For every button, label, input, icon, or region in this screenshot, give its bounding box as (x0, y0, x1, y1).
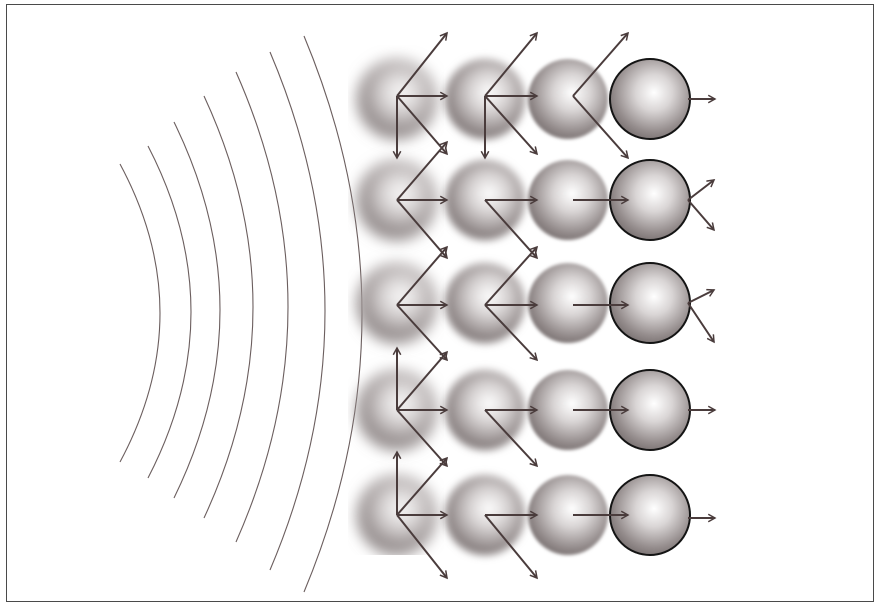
particle-sphere (357, 263, 437, 343)
velocity-arrow (396, 199, 447, 258)
velocity-arrow (484, 33, 537, 97)
velocity-arrow (484, 247, 537, 306)
wavefront-lines (119, 35, 363, 593)
wavefront-arc (147, 145, 192, 479)
velocity-arrow (687, 302, 714, 342)
velocity-arrow (396, 514, 447, 578)
velocity-arrow (484, 95, 537, 154)
arrow-layer (397, 33, 715, 578)
particle-sphere (528, 370, 608, 450)
velocity-arrow (572, 33, 628, 97)
velocity-arrow (687, 199, 714, 230)
particle-sphere (528, 475, 608, 555)
velocity-arrow (396, 247, 447, 306)
wavefront-arc (203, 95, 254, 519)
velocity-arrow (396, 142, 447, 201)
wavefront-arc (235, 71, 289, 543)
velocity-arrow (687, 290, 714, 304)
wavefront-arc (303, 35, 363, 593)
velocity-arrow (396, 458, 447, 516)
particle-sphere (528, 263, 608, 343)
wavefront-arc (269, 51, 326, 571)
velocity-arrow (687, 180, 714, 201)
velocity-arrow (396, 409, 447, 466)
particle-sphere (609, 262, 691, 344)
velocity-arrow (484, 199, 537, 258)
particle-sphere (528, 160, 608, 240)
velocity-arrow (484, 514, 537, 578)
sphere-grid (357, 58, 691, 556)
wavefront-arc (119, 163, 161, 463)
velocity-arrow (396, 352, 447, 411)
wavefront-arc (173, 121, 221, 499)
particle-sphere (609, 58, 691, 140)
velocity-arrow (396, 304, 447, 360)
velocity-arrow (396, 95, 447, 154)
velocity-arrow (484, 304, 537, 360)
velocity-arrow (484, 409, 537, 466)
velocity-arrow (396, 33, 447, 97)
velocity-arrow (572, 95, 628, 158)
